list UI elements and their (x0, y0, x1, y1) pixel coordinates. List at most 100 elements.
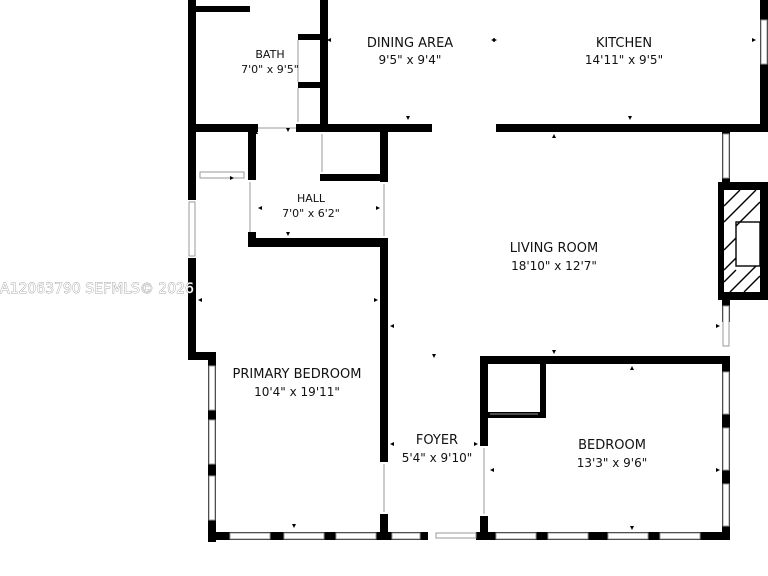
wall (196, 6, 250, 12)
room-name: KITCHEN (596, 36, 652, 51)
walls (188, 0, 768, 542)
window (760, 19, 768, 65)
dimension-arrow (716, 324, 720, 328)
wall (188, 258, 196, 358)
wall (298, 82, 322, 88)
wall (722, 182, 768, 190)
window (722, 427, 730, 471)
dimension-arrow (493, 38, 497, 42)
window (722, 371, 730, 415)
wall (298, 34, 322, 40)
window (547, 532, 589, 540)
watermark: A12063790 SEFMLS© 2026 (0, 281, 194, 297)
window (722, 133, 730, 179)
room-living-room: LIVING ROOM 18'10" x 12'7" (510, 241, 598, 273)
window (199, 171, 245, 179)
dimension-arrow (432, 354, 436, 358)
wall (722, 292, 768, 300)
fireplace (723, 189, 761, 293)
window (188, 201, 196, 257)
wall (248, 238, 388, 247)
window (659, 532, 701, 540)
dimension-arrow (552, 134, 556, 138)
wall (248, 232, 256, 246)
window (722, 305, 730, 347)
room-dimensions: 10'4" x 19'11" (254, 385, 340, 399)
room-dining-area: DINING AREA 9'5" x 9'4" (367, 36, 453, 67)
room-dimensions: 18'10" x 12'7" (511, 259, 597, 273)
dimension-arrow (406, 116, 410, 120)
windows (188, 19, 768, 540)
wall (188, 352, 216, 360)
window (208, 365, 216, 411)
wall (496, 124, 768, 132)
door-threshold (435, 532, 477, 539)
room-name: BATH (255, 48, 284, 61)
dimension-arrow (374, 298, 378, 302)
room-dimensions: 9'5" x 9'4" (379, 53, 442, 67)
window (495, 532, 537, 540)
dimension-arrow (286, 232, 290, 236)
window (208, 419, 216, 465)
dimension-arrow (198, 298, 202, 302)
dimension-arrow (474, 442, 478, 446)
room-name: PRIMARY BEDROOM (233, 367, 362, 382)
room-name: HALL (297, 192, 326, 205)
dimension-arrow (630, 366, 634, 370)
wall (320, 174, 386, 181)
dimension-arrow (628, 116, 632, 120)
room-dimensions: 14'11" x 9'5" (585, 53, 663, 67)
dimension-arrow (254, 130, 258, 134)
wall (760, 182, 768, 300)
window (607, 532, 649, 540)
room-name: BEDROOM (578, 438, 646, 453)
dimension-arrow (716, 468, 720, 472)
room-dimensions: 7'0" x 9'5" (241, 63, 299, 76)
room-kitchen: KITCHEN 14'11" x 9'5" (585, 36, 663, 67)
wall (248, 124, 256, 180)
room-name: DINING AREA (367, 36, 453, 51)
wall (480, 516, 488, 540)
wall (380, 238, 388, 462)
dimension-arrow (230, 176, 234, 180)
window (391, 532, 421, 540)
dimension-arrow (490, 468, 494, 472)
room-foyer: FOYER 5'4" x 9'10" (402, 433, 473, 465)
room-dimensions: 13'3" x 9'6" (577, 456, 648, 470)
room-name: LIVING ROOM (510, 241, 598, 256)
wall (718, 182, 724, 300)
room-dimensions: 5'4" x 9'10" (402, 451, 473, 465)
room-dimensions: 7'0" x 6'2" (282, 207, 340, 220)
window (283, 532, 325, 540)
dimension-arrow (376, 206, 380, 210)
wall (480, 356, 488, 446)
room-bath: BATH 7'0" x 9'5" (241, 48, 299, 76)
dimension-arrow (286, 128, 290, 132)
room-hall: HALL 7'0" x 6'2" (282, 192, 340, 220)
dimension-arrow (327, 38, 331, 42)
dimension-arrow (552, 350, 556, 354)
wall (380, 124, 388, 182)
wall (380, 514, 388, 540)
dimension-arrow (752, 38, 756, 42)
dimension-markers (198, 38, 756, 530)
wall (486, 412, 546, 418)
dimension-arrow (292, 524, 296, 528)
dimension-arrow (630, 526, 634, 530)
room-bedroom: BEDROOM 13'3" x 9'6" (577, 438, 648, 470)
wall (188, 124, 258, 132)
wall (540, 362, 546, 418)
wall (296, 124, 432, 132)
dimension-arrow (390, 324, 394, 328)
room-primary-bedroom: PRIMARY BEDROOM 10'4" x 19'11" (233, 367, 362, 399)
wall (188, 0, 196, 200)
window (229, 532, 271, 540)
window (722, 483, 730, 527)
dimension-arrow (258, 206, 262, 210)
doorways (249, 40, 538, 540)
wall (320, 0, 328, 132)
dimension-arrow (390, 442, 394, 446)
window (335, 532, 377, 540)
window (208, 475, 216, 521)
